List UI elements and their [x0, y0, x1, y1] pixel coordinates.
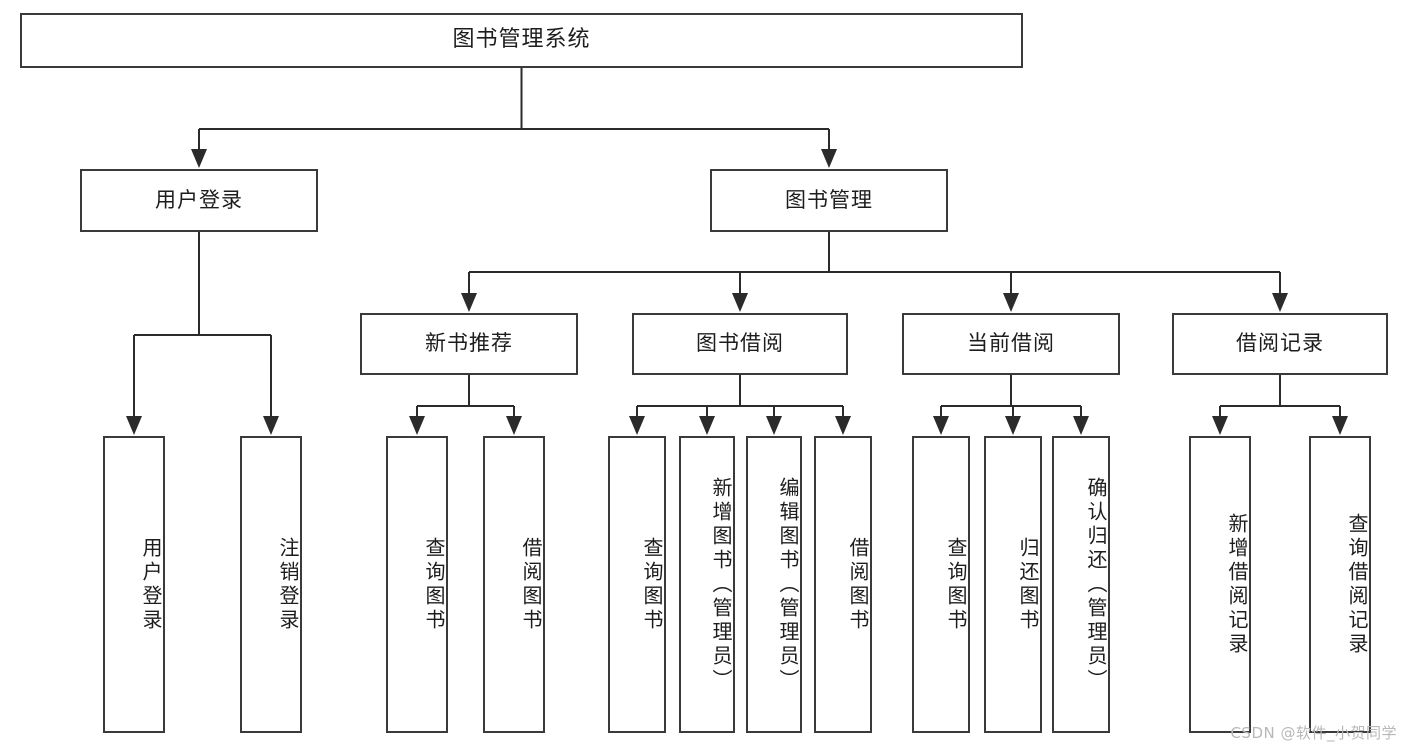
arrowhead-icon	[732, 293, 748, 312]
arrowhead-icon	[1332, 416, 1348, 435]
node-label: 注销登录	[276, 536, 300, 633]
arrowhead-icon	[409, 416, 425, 435]
node-label: 用户登录	[139, 536, 163, 633]
arrowhead-icon	[191, 149, 207, 168]
node-label: 用户登录	[155, 187, 243, 212]
arrowhead-icon	[1005, 416, 1021, 435]
node-bookmgmt[interactable]: 图书管理	[710, 169, 948, 232]
node-label: 图书借阅	[696, 331, 784, 356]
node-label: 图书管理系统	[452, 27, 591, 53]
node-leaf-cur-confirm[interactable]: 确认归还（管理员）	[1052, 436, 1110, 733]
node-label: 编辑图书（管理员）	[776, 476, 800, 693]
node-leaf-nb-query[interactable]: 查询图书	[386, 436, 448, 733]
arrowhead-icon	[461, 293, 477, 312]
node-root[interactable]: 图书管理系统	[20, 13, 1023, 68]
node-label: 新增借阅记录	[1225, 512, 1249, 657]
node-label: 查询图书	[944, 536, 968, 633]
arrowhead-icon	[126, 416, 142, 435]
node-leaf-cur-return[interactable]: 归还图书	[984, 436, 1042, 733]
node-leaf-bk-borrow[interactable]: 借阅图书	[814, 436, 872, 733]
node-leaf-bk-edit[interactable]: 编辑图书（管理员）	[746, 436, 802, 733]
node-borrow[interactable]: 图书借阅	[632, 313, 848, 375]
node-leaf-cur-query[interactable]: 查询图书	[912, 436, 970, 733]
node-label: 归还图书	[1016, 536, 1040, 633]
node-leaf-user-login[interactable]: 用户登录	[103, 436, 165, 733]
node-label: 查询图书	[640, 536, 664, 633]
node-leaf-bk-add[interactable]: 新增图书（管理员）	[679, 436, 735, 733]
arrowhead-icon	[821, 149, 837, 168]
node-label: 新书推荐	[425, 331, 513, 356]
arrowhead-icon	[1212, 416, 1228, 435]
arrowhead-icon	[766, 416, 782, 435]
csdn-watermark: CSDN @软件_小贺同学	[1230, 724, 1397, 742]
node-leaf-rec-add[interactable]: 新增借阅记录	[1189, 436, 1251, 733]
node-current[interactable]: 当前借阅	[902, 313, 1120, 375]
node-leaf-bk-query[interactable]: 查询图书	[608, 436, 666, 733]
arrowhead-icon	[629, 416, 645, 435]
node-label: 借阅图书	[519, 536, 543, 633]
arrowhead-icon	[933, 416, 949, 435]
node-label: 当前借阅	[967, 331, 1055, 356]
node-leaf-rec-query[interactable]: 查询借阅记录	[1309, 436, 1371, 733]
node-leaf-nb-borrow[interactable]: 借阅图书	[483, 436, 545, 733]
node-label: 确认归还（管理员）	[1084, 476, 1108, 693]
node-label: 新增图书（管理员）	[709, 476, 733, 693]
node-newbook[interactable]: 新书推荐	[360, 313, 578, 375]
node-label: 查询借阅记录	[1345, 512, 1369, 657]
arrowhead-icon	[263, 416, 279, 435]
arrowhead-icon	[699, 416, 715, 435]
node-records[interactable]: 借阅记录	[1172, 313, 1388, 375]
node-label: 借阅记录	[1236, 331, 1324, 356]
node-label: 借阅图书	[846, 536, 870, 633]
arrowhead-icon	[1073, 416, 1089, 435]
node-label: 查询图书	[422, 536, 446, 633]
arrowhead-icon	[1003, 293, 1019, 312]
arrowhead-icon	[1272, 293, 1288, 312]
node-label: 图书管理	[785, 187, 873, 212]
node-login[interactable]: 用户登录	[80, 169, 318, 232]
arrowhead-icon	[506, 416, 522, 435]
node-leaf-user-logout[interactable]: 注销登录	[240, 436, 302, 733]
arrowhead-icon	[835, 416, 851, 435]
